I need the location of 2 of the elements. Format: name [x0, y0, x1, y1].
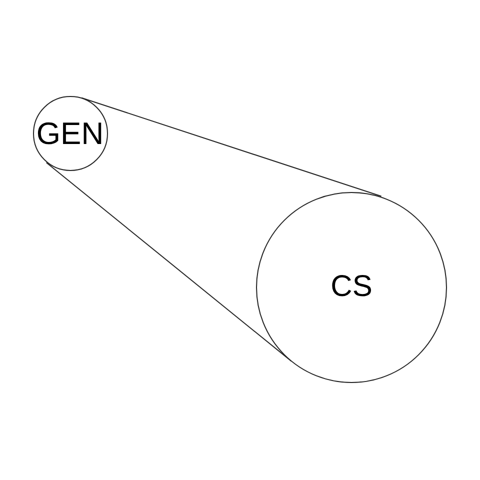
pulley-label: GEN	[36, 118, 104, 149]
pulley-label: CS	[330, 272, 372, 302]
